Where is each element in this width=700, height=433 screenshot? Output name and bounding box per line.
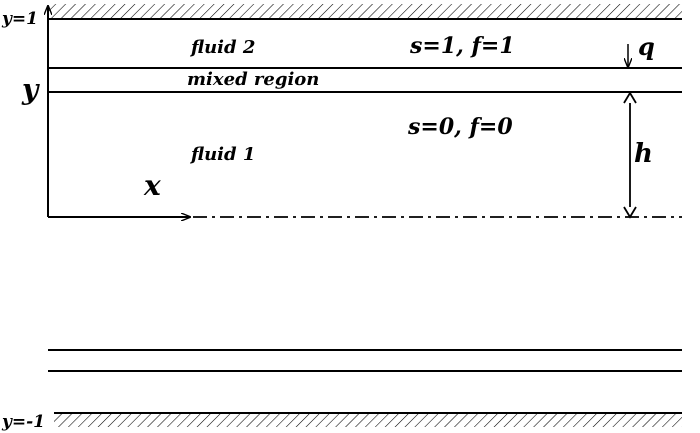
fluid1-label: fluid 1 — [189, 144, 255, 165]
mixed-region-label: mixed region — [187, 69, 319, 90]
lower-condition-label: s=0, f=0 — [407, 114, 513, 140]
x-axis-label: x — [143, 169, 161, 202]
y-axis-label: y — [21, 73, 40, 106]
h-label: h — [634, 139, 653, 169]
fluid2-label: fluid 2 — [189, 37, 255, 58]
y-bottom-label: y=-1 — [1, 412, 45, 432]
h-arrow-head-bottom — [623, 206, 637, 219]
q-label: q — [638, 32, 655, 61]
h-arrow-head-top — [623, 91, 637, 104]
upper-condition-label: s=1, f=1 — [409, 33, 515, 59]
bottom-wall-hatching — [54, 413, 682, 427]
top-wall-hatching — [48, 4, 682, 19]
y-top-label: y=1 — [1, 9, 38, 29]
